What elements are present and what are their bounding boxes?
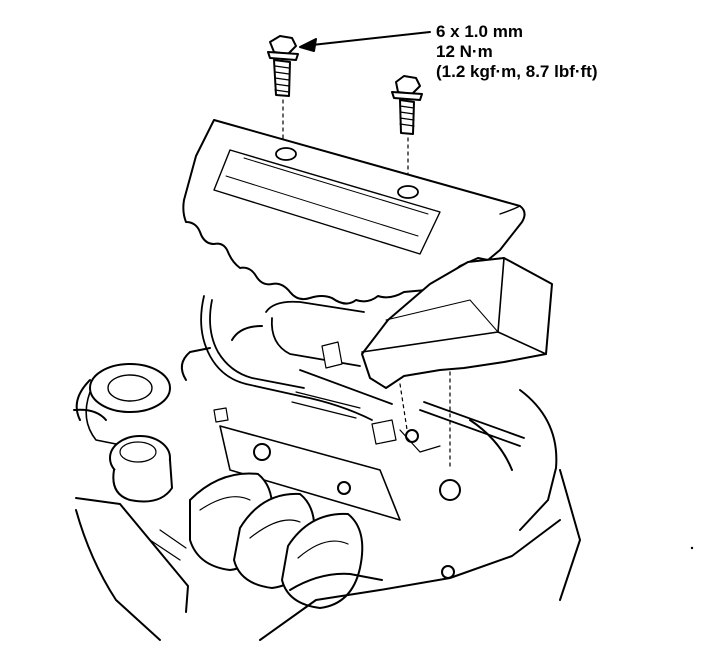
detail-marks xyxy=(149,341,441,561)
bolt-right xyxy=(391,75,423,187)
bolt-size-label: 6 x 1.0 mm xyxy=(436,22,523,41)
air-intake-duct xyxy=(361,257,553,471)
callout-arrow xyxy=(299,31,431,52)
intake-manifold xyxy=(189,425,461,609)
engine-cover xyxy=(182,119,526,305)
torque-callout: 6 x 1.0 mm 12 N·m (1.2 kgf·m, 8.7 lbf·ft… xyxy=(436,22,598,82)
torque-alt-label: (1.2 kgf·m, 8.7 lbf·ft) xyxy=(436,62,598,81)
engine-hoses xyxy=(200,295,525,447)
bolt-left xyxy=(267,35,299,149)
engine-bay xyxy=(73,325,581,641)
speck xyxy=(690,546,694,550)
reservoir xyxy=(85,363,173,503)
torque-nm-label: 12 N·m xyxy=(436,42,493,61)
